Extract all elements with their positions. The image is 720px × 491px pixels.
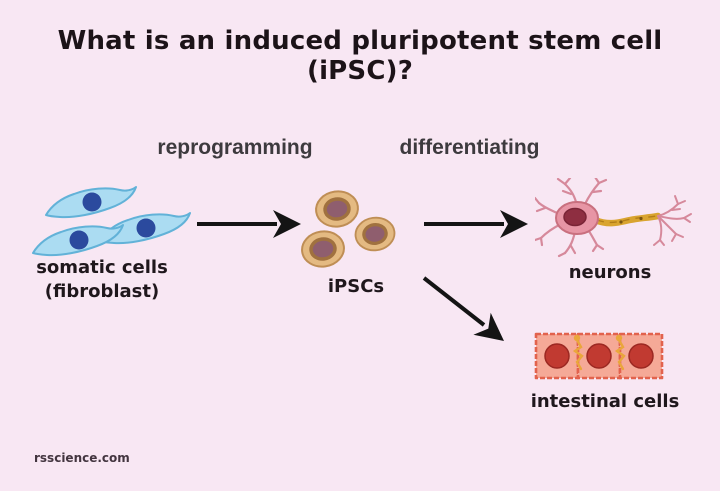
neuron-illustration: [535, 178, 692, 258]
label-differentiating: differentiating: [399, 136, 540, 159]
label-reprogramming: reprogramming: [157, 136, 313, 159]
somatic-cells-label: somatic cells (fibroblast): [22, 256, 182, 305]
intestinal-nuclei: [544, 343, 654, 369]
neuron-nucleus: [563, 207, 587, 227]
intestinal-cells-illustration: [534, 332, 664, 380]
ipsc-label: iPSCs: [327, 276, 385, 297]
reprogramming-arrow: [197, 210, 301, 238]
somatic-cells-label-line2: (fibroblast): [44, 281, 160, 303]
page-title: What is an induced pluripotent stem cell…: [57, 26, 663, 86]
intestinal-cells-label: intestinal cells: [530, 391, 680, 412]
somatic-cells-label-line1: somatic cells: [36, 257, 168, 278]
differentiating-arrow-neurons: [424, 210, 528, 238]
differentiating-arrow-intestinal: [422, 276, 504, 341]
watermark: rsscience.com: [34, 451, 130, 465]
fibroblast-cells-illustration: [32, 186, 191, 257]
ipsc-cells-illustration: [298, 186, 399, 272]
neurons-label: neurons: [568, 262, 652, 283]
intestinal-junction-squiggles: [572, 334, 626, 371]
neuron-axon-terminals: [653, 195, 692, 246]
